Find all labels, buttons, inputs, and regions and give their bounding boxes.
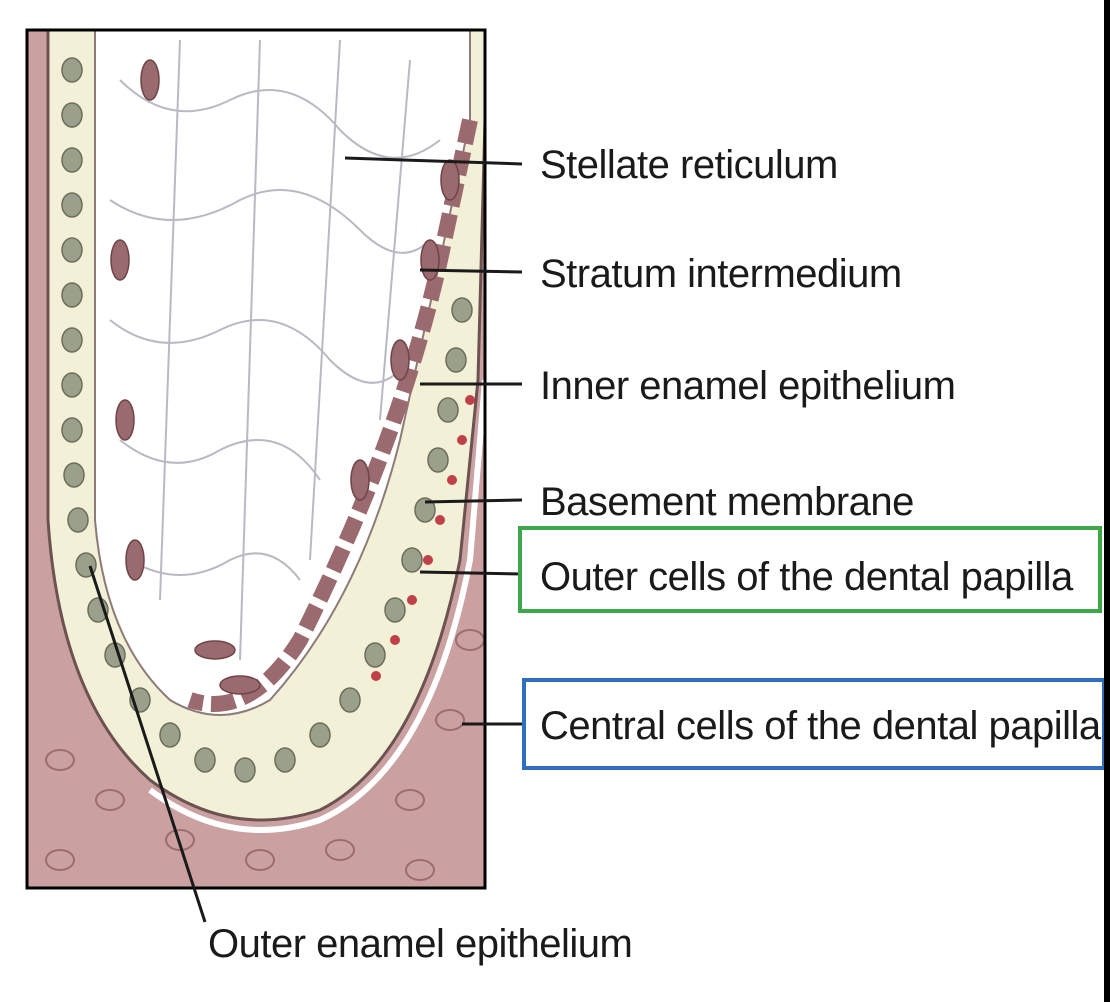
label-outer-enamel-epithelium: Outer enamel epithelium (208, 922, 633, 966)
leader-lines (88, 156, 523, 923)
label-stellate-reticulum: Stellate reticulum (540, 143, 838, 187)
highlight-box-outer-cells (518, 526, 1102, 613)
papilla-outer-cells (371, 395, 475, 681)
label-outer-cells-dental-papilla: Outer cells of the dental papilla (540, 555, 1073, 599)
label-central-cells-dental-papilla: Central cells of the dental papilla (540, 704, 1101, 748)
outer-epithelium-cells (61, 57, 473, 783)
label-basement-membrane: Basement membrane (540, 480, 914, 524)
stratum-cells (110, 59, 460, 695)
reticulum-network (109, 39, 441, 661)
diagram-frame (25, 28, 487, 890)
highlight-box-central-cells (522, 678, 1106, 770)
stellate-reticulum-area (94, 30, 471, 716)
basement-membrane-line (148, 379, 485, 833)
label-stratum-intermedium: Stratum intermedium (540, 252, 902, 296)
label-inner-enamel-epithelium: Inner enamel epithelium (540, 364, 956, 408)
papilla-cells (45, 629, 485, 881)
right-edge-bar (1104, 0, 1110, 1002)
